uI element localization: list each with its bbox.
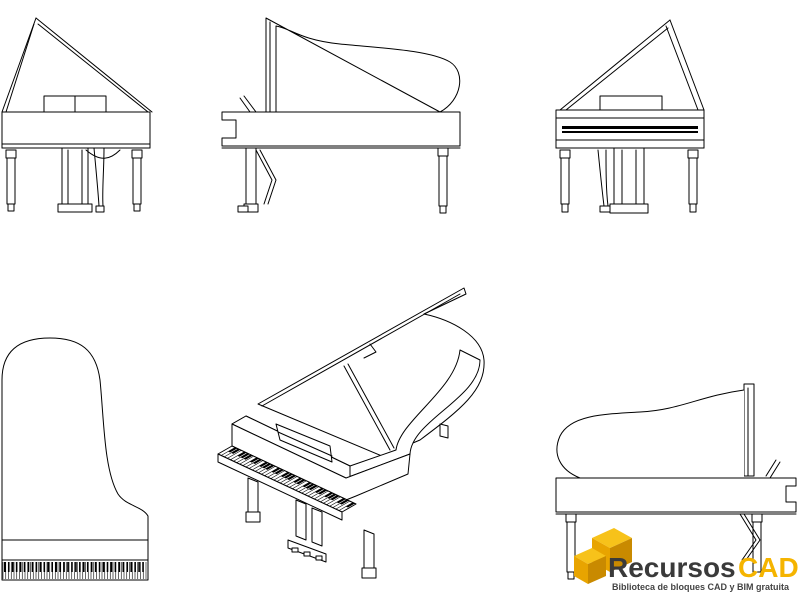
brand-name-part2: CAD bbox=[738, 552, 799, 583]
black-key bbox=[262, 463, 272, 469]
black-key bbox=[240, 453, 250, 459]
black-key bbox=[237, 451, 247, 457]
brand-name-part1: Recursos bbox=[608, 552, 736, 583]
black-key bbox=[47, 562, 50, 572]
black-key bbox=[86, 562, 89, 572]
black-key bbox=[23, 562, 26, 572]
black-key bbox=[4, 562, 6, 572]
black-key bbox=[293, 477, 303, 483]
black-key bbox=[339, 499, 349, 505]
black-key bbox=[106, 562, 109, 572]
brand-tagline: Biblioteca de bloques CAD y BIM gratuita bbox=[612, 582, 790, 592]
black-key bbox=[318, 489, 327, 495]
leg bbox=[131, 149, 143, 212]
white-key bbox=[326, 496, 341, 506]
black-key bbox=[110, 562, 113, 572]
black-key bbox=[324, 492, 334, 498]
white-key bbox=[239, 455, 254, 465]
black-key bbox=[271, 467, 281, 473]
black-key bbox=[345, 502, 355, 508]
black-key bbox=[314, 488, 324, 494]
isometric-view bbox=[217, 287, 485, 579]
black-key bbox=[90, 562, 93, 572]
black-key bbox=[75, 562, 77, 572]
black-key bbox=[243, 454, 253, 460]
black-key bbox=[252, 459, 262, 465]
top-plan-view bbox=[1, 337, 149, 581]
white-key bbox=[304, 486, 319, 495]
white-key bbox=[335, 500, 350, 510]
left-side-view bbox=[221, 17, 461, 214]
black-key bbox=[51, 562, 53, 572]
black-key bbox=[296, 479, 306, 485]
white-key bbox=[292, 480, 307, 490]
black-key bbox=[259, 461, 269, 467]
black-key bbox=[31, 562, 34, 572]
black-key bbox=[59, 562, 61, 572]
black-key bbox=[35, 562, 38, 572]
black-key bbox=[98, 562, 101, 572]
white-key bbox=[270, 470, 285, 479]
black-key bbox=[122, 562, 125, 572]
black-key bbox=[265, 464, 275, 470]
black-key bbox=[55, 562, 57, 572]
black-key bbox=[118, 562, 121, 572]
black-key bbox=[305, 483, 315, 489]
black-key bbox=[287, 475, 296, 480]
black-key bbox=[19, 562, 22, 572]
white-key bbox=[261, 466, 276, 475]
black-key bbox=[280, 472, 290, 478]
white-key bbox=[248, 460, 264, 469]
black-key bbox=[138, 562, 140, 572]
recursoscad-watermark: Recursos CAD Biblioteca de bloques CAD y… bbox=[574, 528, 799, 592]
black-key bbox=[302, 482, 312, 488]
black-key bbox=[249, 457, 259, 463]
front-view bbox=[1, 17, 153, 213]
white-key bbox=[282, 476, 298, 485]
black-key bbox=[283, 473, 293, 479]
black-key bbox=[43, 562, 46, 572]
keyboard bbox=[2, 562, 147, 579]
black-key bbox=[94, 562, 97, 572]
black-key bbox=[63, 562, 65, 572]
black-key bbox=[79, 562, 81, 572]
black-key bbox=[126, 562, 129, 572]
black-key bbox=[330, 495, 340, 501]
black-key bbox=[228, 447, 238, 453]
white-key bbox=[227, 450, 242, 459]
black-key bbox=[134, 562, 136, 572]
black-key bbox=[15, 562, 18, 572]
leg bbox=[5, 149, 17, 212]
keyboard bbox=[220, 447, 355, 511]
black-key bbox=[336, 498, 346, 504]
black-key bbox=[67, 562, 69, 572]
right-side-view bbox=[555, 383, 797, 580]
black-key bbox=[231, 448, 241, 454]
black-key bbox=[71, 562, 73, 572]
black-key bbox=[114, 562, 117, 572]
black-key bbox=[7, 562, 10, 572]
black-key bbox=[102, 562, 105, 572]
back-view bbox=[555, 19, 705, 214]
cube-logo-icon bbox=[574, 528, 632, 584]
black-key bbox=[39, 562, 42, 572]
black-key bbox=[11, 562, 14, 572]
white-key bbox=[313, 490, 329, 500]
black-key bbox=[274, 469, 284, 475]
black-key bbox=[27, 562, 30, 572]
black-key bbox=[142, 562, 144, 572]
black-key bbox=[308, 485, 318, 491]
black-key bbox=[83, 562, 85, 572]
black-key bbox=[130, 562, 132, 572]
black-key bbox=[327, 493, 337, 499]
